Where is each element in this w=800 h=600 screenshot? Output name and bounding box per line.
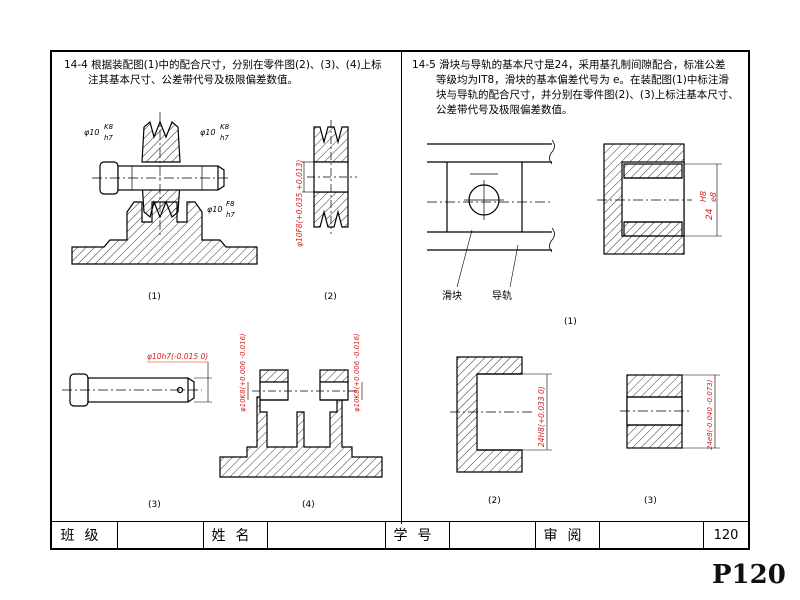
review-field[interactable] bbox=[600, 522, 704, 548]
figure-label-right-2: (2) bbox=[488, 496, 501, 506]
pulley-part-drawing-2 bbox=[302, 120, 357, 234]
assembly-fit-denominator: e8 bbox=[709, 192, 718, 202]
fit-k8-label-b: K8 bbox=[220, 123, 230, 131]
callout-rail: 导轨 bbox=[492, 289, 512, 302]
class-field[interactable] bbox=[118, 522, 204, 548]
figure-label-left-1: (1) bbox=[148, 292, 161, 302]
page-number: 120 bbox=[713, 527, 739, 543]
callout-slider: 滑块 bbox=[442, 290, 462, 302]
fit-phi10-label-a: φ10 bbox=[84, 128, 99, 137]
figure-label-left-4: (4) bbox=[302, 500, 315, 510]
shaft-part-drawing-3 bbox=[62, 361, 212, 407]
rail-part-drawing-2 bbox=[450, 356, 552, 473]
student-number-label: 学号 bbox=[386, 522, 450, 548]
rail-hole-dimension: 24H8(+0.033 0) bbox=[537, 386, 546, 447]
bracket-right-dimension: φ10K8(+0.006 -0.016) bbox=[353, 333, 361, 412]
fit-h7-label-b: h7 bbox=[220, 134, 229, 142]
task-14-4-line1: 14-4 根据装配图(1)中的配合尺寸，分别在零件图(2)、(3)、(4)上标 bbox=[64, 59, 382, 71]
assembly-drawing-1 bbox=[71, 112, 258, 265]
column-divider bbox=[401, 52, 402, 524]
task-14-5-line4: 公差带代号及极限偏差数值。 bbox=[436, 104, 573, 116]
figure-label-left-3: (3) bbox=[148, 500, 161, 510]
slide-assembly-drawing-1 bbox=[427, 139, 722, 288]
task-14-5-text: 14-5 滑块与导轨的基本尺寸是24，采用基孔制间隙配合，标准公差 等级均为IT… bbox=[412, 58, 742, 118]
slider-part-drawing-3 bbox=[620, 374, 720, 449]
figure-label-right-3: (3) bbox=[644, 496, 657, 506]
exercise-sheet: 14-4 根据装配图(1)中的配合尺寸，分别在零件图(2)、(3)、(4)上标 … bbox=[50, 50, 750, 550]
task-14-4-text: 14-4 根据装配图(1)中的配合尺寸，分别在零件图(2)、(3)、(4)上标 … bbox=[64, 58, 394, 88]
fit-h7-label-c: h7 bbox=[226, 211, 235, 219]
name-field[interactable] bbox=[268, 522, 386, 548]
fit-h7-label-a: h7 bbox=[104, 134, 113, 142]
assembly-fit-base: 24 bbox=[705, 208, 715, 220]
slider-dimension: 24e8(-0.040 -0.073) bbox=[706, 379, 714, 450]
assembly-fit-numerator: H8 bbox=[699, 191, 708, 202]
class-label: 班级 bbox=[52, 522, 118, 548]
figure-label-right-1: (1) bbox=[564, 317, 577, 327]
page-mark: P120 bbox=[712, 560, 786, 590]
fit-k8-label-a: K8 bbox=[104, 123, 114, 131]
bracket-part-drawing-4 bbox=[219, 369, 383, 478]
student-number-field[interactable] bbox=[450, 522, 536, 548]
fit-f8-label: F8 bbox=[226, 200, 235, 208]
name-label: 姓名 bbox=[204, 522, 268, 548]
fit-phi10-label-b: φ10 bbox=[200, 128, 215, 137]
figure-label-left-2: (2) bbox=[324, 292, 337, 302]
review-label: 审阅 bbox=[536, 522, 600, 548]
task-14-5-line1: 14-5 滑块与导轨的基本尺寸是24，采用基孔制间隙配合，标准公差 bbox=[412, 59, 726, 71]
fit-phi10-label-c: φ10 bbox=[207, 205, 222, 214]
title-block: 班级 姓名 学号 审阅 120 bbox=[52, 521, 748, 548]
bracket-left-dimension: φ10K8(+0.006 -0.016) bbox=[239, 333, 247, 412]
task-14-5-line2: 等级均为IT8，滑块的基本偏差代号为 e。在装配图(1)中标注滑 bbox=[436, 74, 729, 86]
task-14-4-line2: 注其基本尺寸、公差带代号及极限偏差数值。 bbox=[88, 74, 298, 86]
shaft-dimension: φ10h7(-0.015 0) bbox=[147, 352, 208, 361]
pulley-hole-dimension: φ10F8(+0.035 +0.013) bbox=[295, 160, 304, 247]
task-14-5-line3: 块与导轨的配合尺寸，并分别在零件图(2)、(3)上标注基本尺寸、 bbox=[436, 89, 739, 101]
technical-drawings: φ10 K8 h7 φ10 K8 h7 φ10 F8 h7 φ10F8(+0.0… bbox=[62, 112, 722, 478]
